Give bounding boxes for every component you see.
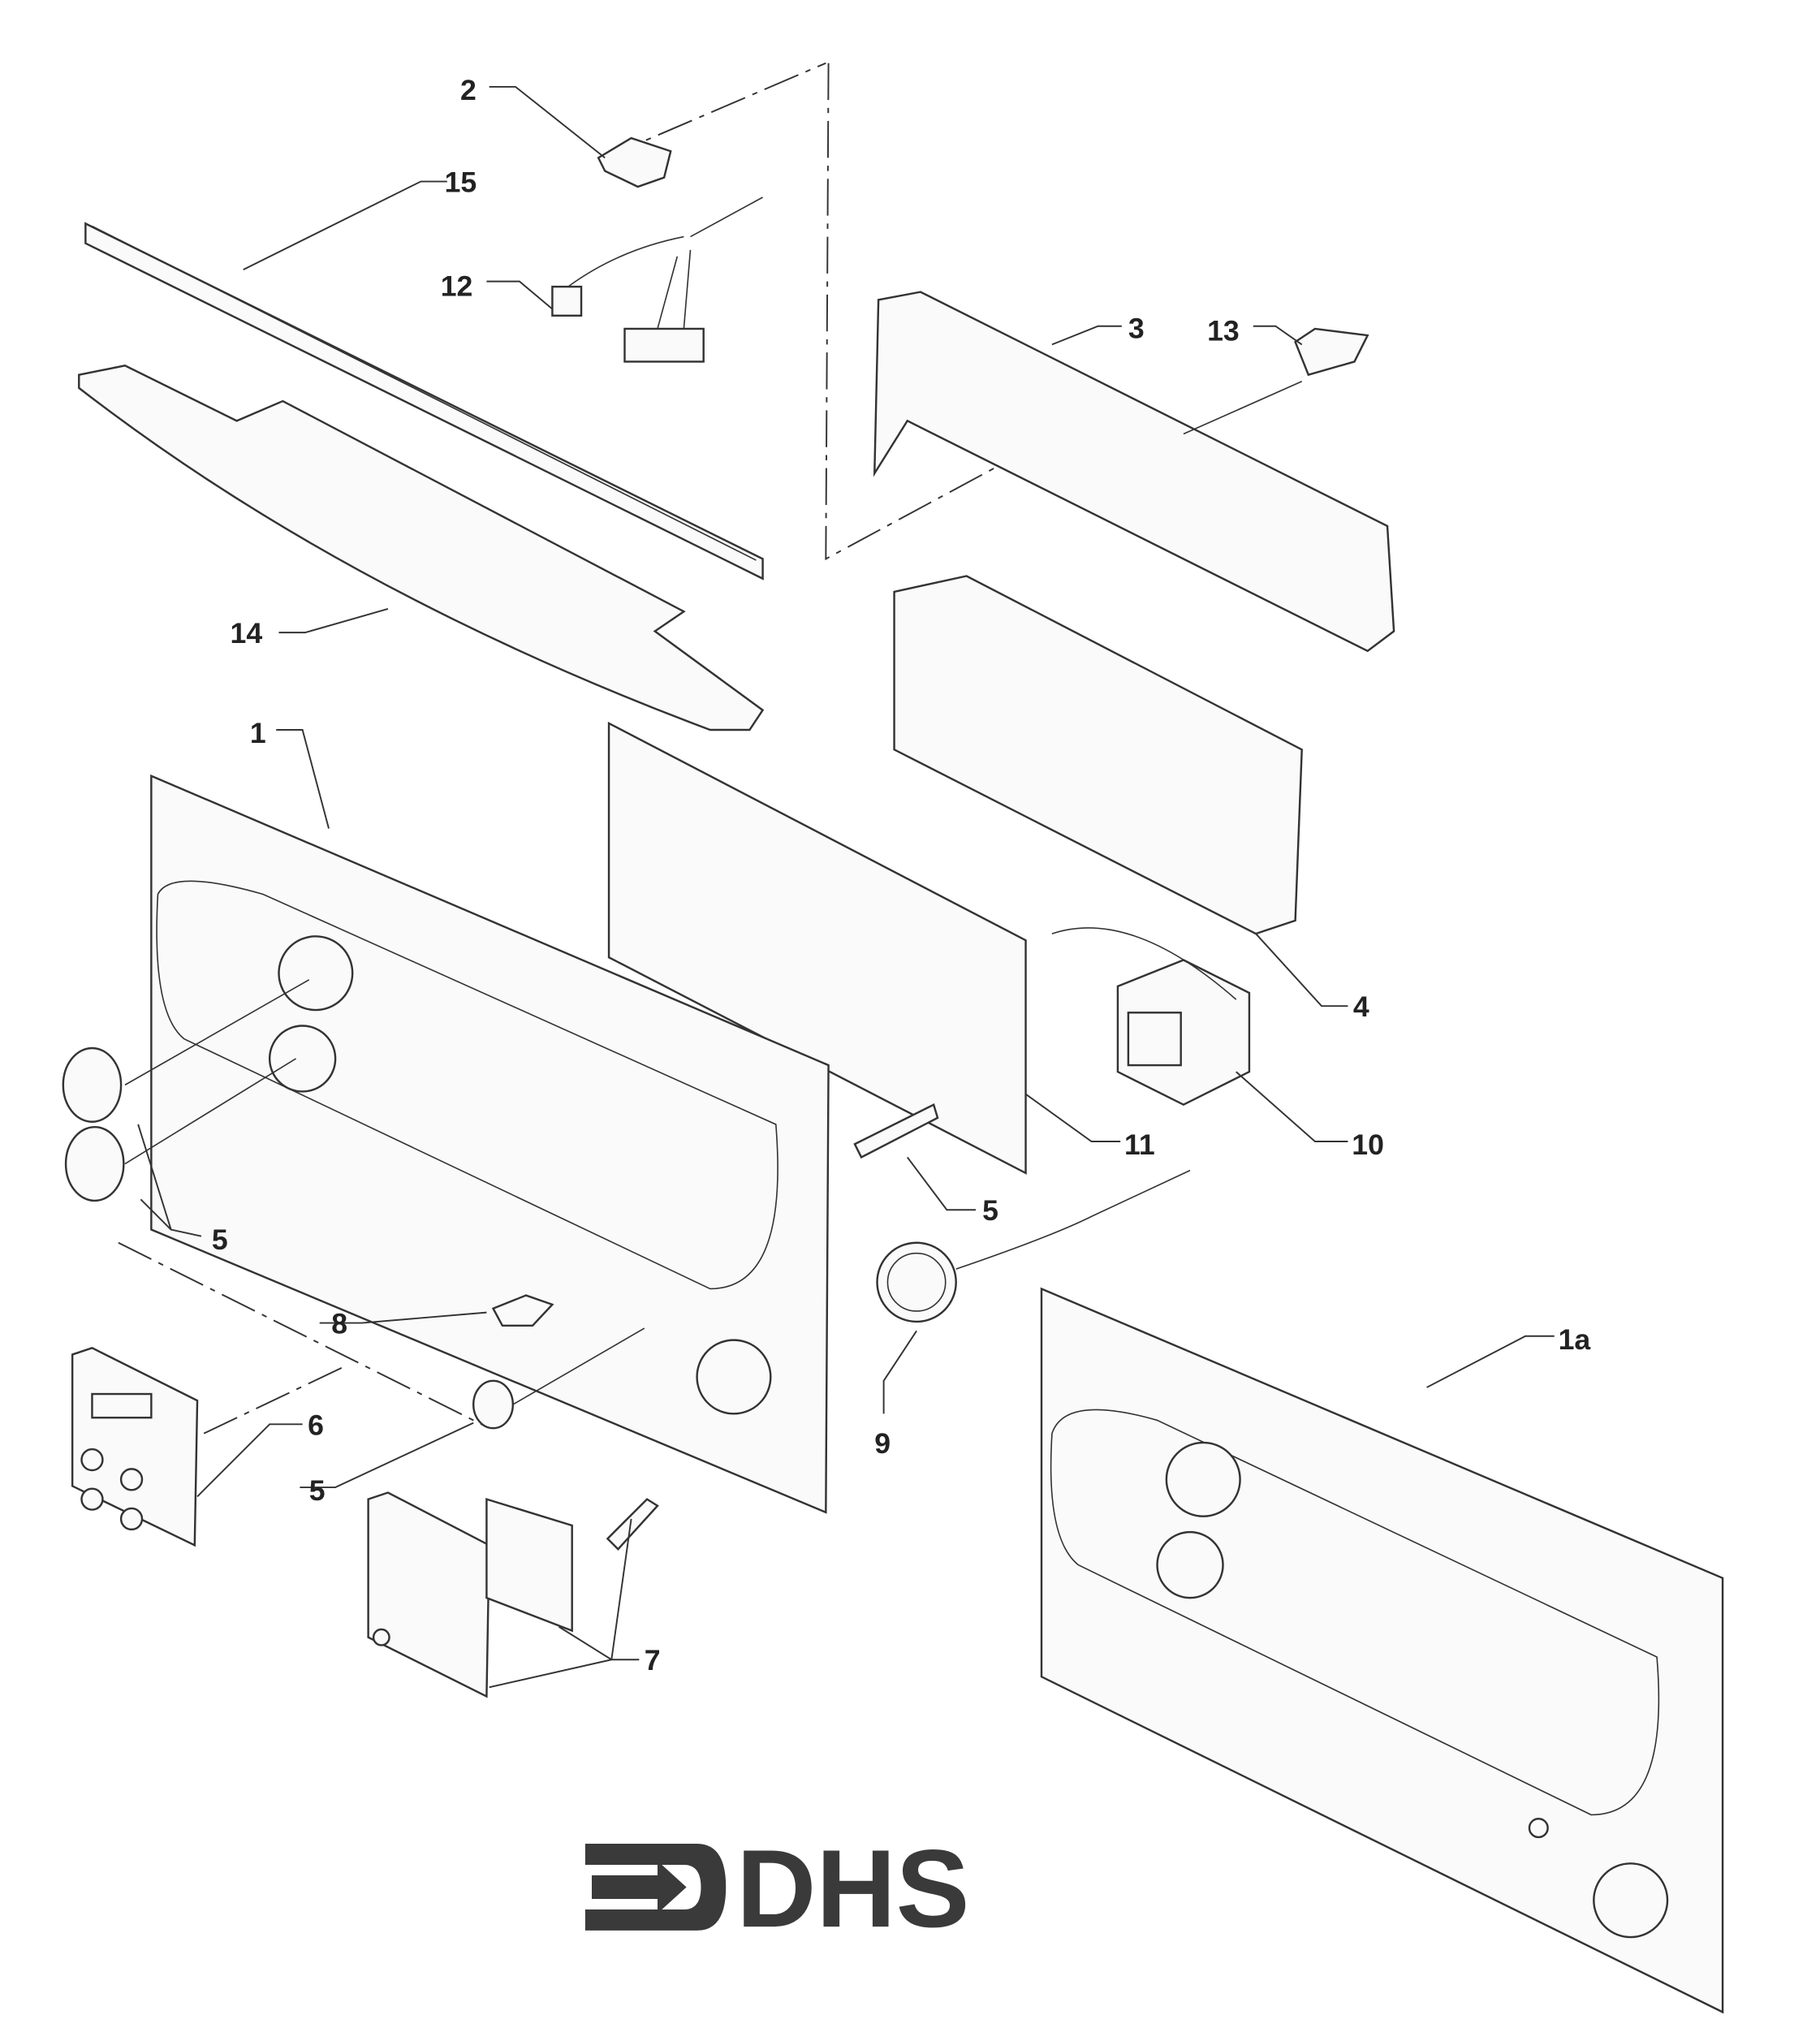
callout-13: 13 <box>1207 315 1240 347</box>
selector-part-7 <box>367 1491 659 1698</box>
callout-5-knobs: 5 <box>212 1223 228 1256</box>
callout-8: 8 <box>331 1308 347 1340</box>
callout-11: 11 <box>1124 1128 1155 1161</box>
callout-7: 7 <box>645 1644 661 1676</box>
rear-cover-part-3 <box>873 291 1395 653</box>
callout-5-lever: 5 <box>982 1194 998 1227</box>
callout-14: 14 <box>231 617 263 649</box>
assembly-line <box>825 63 1046 561</box>
assembly-line <box>604 62 826 159</box>
assembly-line <box>118 1241 487 1428</box>
callout-1a: 1a <box>1559 1323 1592 1356</box>
logo-text: DHS <box>736 1827 969 1950</box>
front-panel-part-1 <box>150 774 830 1514</box>
callout-12: 12 <box>441 270 473 302</box>
callout-10: 10 <box>1352 1128 1384 1161</box>
indicator-part-8 <box>491 1294 554 1327</box>
clip-part-13 <box>1294 327 1369 377</box>
leader-lines <box>137 85 1555 1689</box>
callout-3: 3 <box>1128 312 1145 344</box>
timer-part-6 <box>71 1347 199 1547</box>
dhs-logo: DHS <box>584 1827 969 1950</box>
front-panel-part-1a <box>1040 1287 1724 2014</box>
transformer-part-10 <box>1051 927 1251 1107</box>
callout-15: 15 <box>445 166 477 198</box>
callout-1: 1 <box>250 717 266 749</box>
top-trim-part-14 <box>78 365 765 731</box>
callout-5-small-knob: 5 <box>309 1474 326 1507</box>
inner-cover-part-4 <box>893 575 1303 935</box>
circuit-board-part-11 <box>607 721 1027 1175</box>
knob-part-5 <box>62 979 939 1430</box>
pressure-gauge-part-9 <box>876 1169 1191 1323</box>
assembly-line <box>1183 381 1303 435</box>
foam-strip-part-15 <box>84 222 764 580</box>
callout-2: 2 <box>460 74 477 106</box>
callout-6: 6 <box>308 1409 324 1441</box>
callout-9: 9 <box>874 1427 891 1460</box>
callout-4: 4 <box>1353 990 1369 1023</box>
wiring-harness-part-12 <box>551 196 763 363</box>
switch-part-2 <box>597 136 672 188</box>
